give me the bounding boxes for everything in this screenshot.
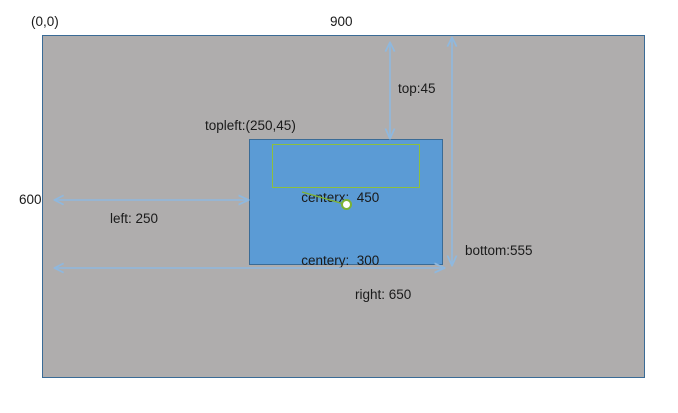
label-left: left: 250 xyxy=(110,211,159,226)
center-callout-box: centerx: 450 centery: 300 xyxy=(272,144,420,268)
callout-value-centerx: 450 xyxy=(356,190,380,205)
label-right: right: 650 xyxy=(355,287,412,302)
label-topleft: topleft:(250,45) xyxy=(205,118,296,133)
callout-row-centery: centery: 300 xyxy=(273,250,419,271)
label-top: top:45 xyxy=(398,81,436,96)
label-screen-height: 600 xyxy=(19,192,42,207)
center-point-marker xyxy=(341,199,352,210)
label-origin: (0,0) xyxy=(31,14,59,29)
callout-value-centery: 300 xyxy=(356,253,380,268)
callout-key-centery: centery: xyxy=(301,253,350,268)
label-bottom: bottom:555 xyxy=(465,243,533,258)
label-screen-width: 900 xyxy=(330,14,353,29)
